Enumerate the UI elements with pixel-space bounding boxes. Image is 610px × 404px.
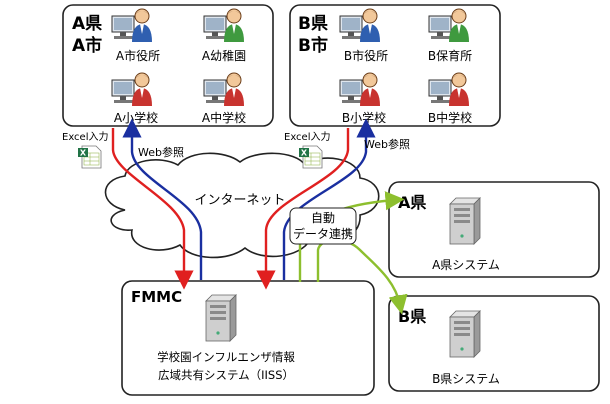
internet-label: インターネット [194,193,285,208]
pref-a-label: A県 [72,14,102,34]
user-label: A中学校 [202,110,246,125]
excel-input-arrow-b [256,128,350,290]
user-a-city-office: A市役所 [111,8,160,63]
pref-a-system-title: A県 [398,193,426,212]
city-b-label: B市 [298,35,328,56]
server-tower-icon [205,294,237,342]
user-b-nursery: B保育所 [428,8,472,63]
user-a-junior-high: A中学校 [202,72,246,125]
server-tower-icon [449,310,481,358]
pref-b-city-box: B県 B市 [289,4,501,127]
pref-a-city-box: A県 A市 [62,4,274,127]
user-label: A市役所 [116,48,160,63]
user-a-kindergarten: A幼稚園 [202,8,246,63]
auto-link-line2: データ連携 [293,226,353,241]
user-b-junior-high: B中学校 [428,72,472,125]
iiss-name-line1: 学校園インフルエンザ情報 [157,350,295,364]
fmmc-box: FMMC 学校園インフルエンザ情報 広域共有システム（IISS） [121,280,375,396]
web-reference-label-b: Web参照 [364,137,410,151]
pref-b-system-title: B県 [398,307,426,326]
excel-file-icon [77,145,102,169]
user-label: B中学校 [428,110,472,125]
server-tower-icon [449,197,481,245]
excel-input-label-a: Excel入力 [62,130,109,143]
user-label: A幼稚園 [202,49,246,63]
auto-link-line1: 自動 [311,211,335,225]
auto-data-link-label: 自動 データ連携 [289,207,357,245]
pref-b-label: B県 [298,14,328,34]
fmmc-title: FMMC [131,288,182,306]
excel-input-arrow-a [111,128,194,290]
user-label: B保育所 [428,48,472,63]
user-label: B小学校 [342,110,386,125]
pref-a-system-label: A県システム [432,258,500,272]
user-label: A小学校 [114,110,158,125]
pref-b-system-label: B県システム [432,372,500,386]
web-reference-arrow-b [282,118,376,280]
city-a-label: A市 [72,35,102,56]
pref-a-system-box: A県 A県システム [388,181,600,278]
user-label: B市役所 [344,48,388,63]
user-b-city-office: B市役所 [339,8,388,63]
web-reference-arrow-a [122,118,203,280]
web-reference-label-a: Web参照 [138,145,184,159]
excel-input-label-b: Excel入力 [284,130,331,143]
pref-b-system-box: B県 B県システム [388,295,600,392]
iiss-name-line2: 広域共有システム（IISS） [158,368,294,382]
